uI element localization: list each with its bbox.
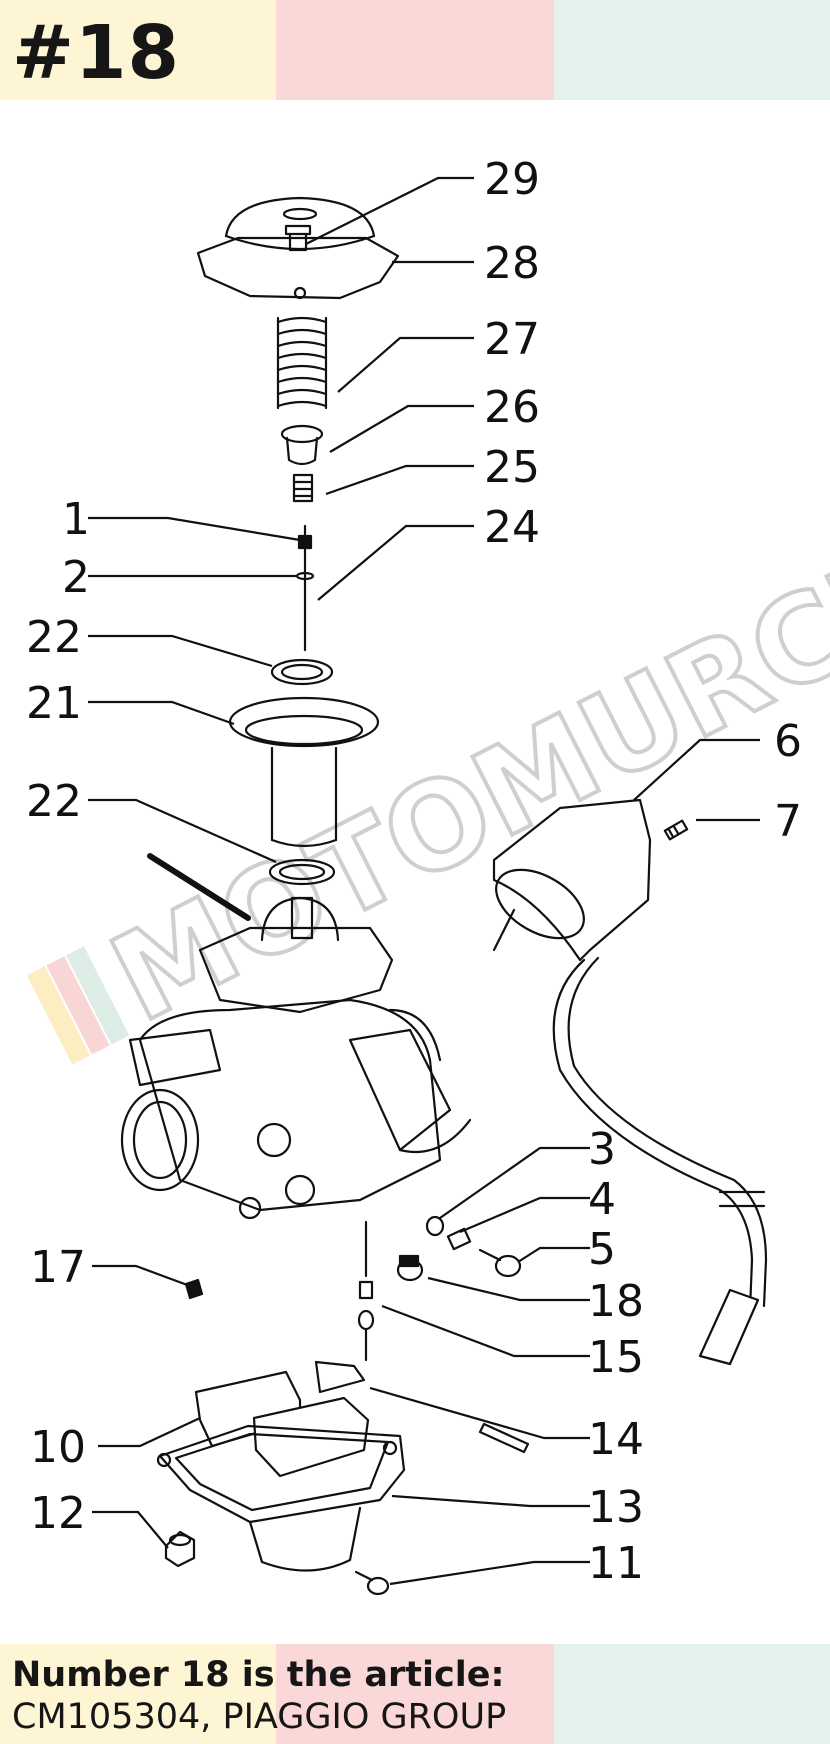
callout-21: 21 xyxy=(26,678,82,729)
part-retainer xyxy=(280,424,324,466)
callout-22-lower: 22 xyxy=(26,776,82,827)
bottom-band xyxy=(0,1644,830,1744)
callout-4: 4 xyxy=(588,1174,616,1225)
article-caption-code: CM105304, PIAGGIO GROUP xyxy=(12,1697,507,1737)
part-float-bowl xyxy=(156,1424,406,1572)
callout-13: 13 xyxy=(588,1482,644,1533)
part-ring-lower xyxy=(268,858,336,886)
part-ring-upper xyxy=(270,658,334,686)
callout-5: 5 xyxy=(588,1224,616,1275)
band-segment-green xyxy=(554,0,830,100)
part-cap xyxy=(196,196,400,300)
callout-6: 6 xyxy=(774,716,802,767)
carburetor-exploded-diagram: MOTOMURCIA xyxy=(26,154,830,1596)
band-segment-green xyxy=(554,1644,830,1744)
watermark-text: MOTOMURCIA xyxy=(91,499,830,1050)
callout-2: 2 xyxy=(62,552,90,603)
band-segment-pink xyxy=(276,0,554,100)
part-main-jet xyxy=(357,1220,375,1362)
band-segment-yellow xyxy=(0,1644,276,1744)
callout-22-upper: 22 xyxy=(26,612,82,663)
callout-10: 10 xyxy=(30,1422,86,1473)
callout-28: 28 xyxy=(484,238,540,289)
band-segment-yellow xyxy=(0,0,276,100)
callout-12: 12 xyxy=(30,1488,86,1539)
band-segment-pink xyxy=(276,1644,554,1744)
callout-labels: 29 28 27 26 25 1 24 2 22 21 6 7 22 3 4 5… xyxy=(26,154,802,1589)
part-float xyxy=(194,1360,370,1478)
callout-24: 24 xyxy=(484,502,540,553)
callout-18: 18 xyxy=(588,1276,644,1327)
part-float-pin xyxy=(478,1422,530,1454)
part-washer xyxy=(425,1215,445,1237)
callout-7: 7 xyxy=(774,796,802,847)
callout-29: 29 xyxy=(484,154,540,205)
part-needle xyxy=(295,524,315,652)
part-carburetor-body xyxy=(120,853,472,1220)
part-small-spring-2 xyxy=(446,1227,472,1251)
part-jet xyxy=(396,1254,424,1282)
part-plug xyxy=(184,1278,204,1300)
watermark: MOTOMURCIA xyxy=(26,497,830,1065)
leader-lines xyxy=(88,176,760,1586)
callout-17: 17 xyxy=(30,1242,86,1293)
callout-27: 27 xyxy=(484,314,540,365)
callout-15: 15 xyxy=(588,1332,644,1383)
part-drain-screw xyxy=(164,1530,196,1568)
callout-25: 25 xyxy=(484,442,540,493)
part-bowl-screw xyxy=(354,1570,390,1596)
part-small-spring xyxy=(292,473,314,503)
part-spring xyxy=(276,316,328,410)
part-auto-choke xyxy=(492,798,768,1366)
part-screw xyxy=(478,1248,522,1278)
callout-26: 26 xyxy=(484,382,540,433)
callout-3: 3 xyxy=(588,1124,616,1175)
callout-1: 1 xyxy=(62,494,90,545)
top-band: #18 xyxy=(0,0,830,100)
article-caption-title: Number 18 is the article: xyxy=(12,1655,505,1695)
callout-14: 14 xyxy=(588,1414,644,1465)
item-number-badge: #18 xyxy=(12,10,180,96)
callout-11: 11 xyxy=(588,1538,644,1589)
